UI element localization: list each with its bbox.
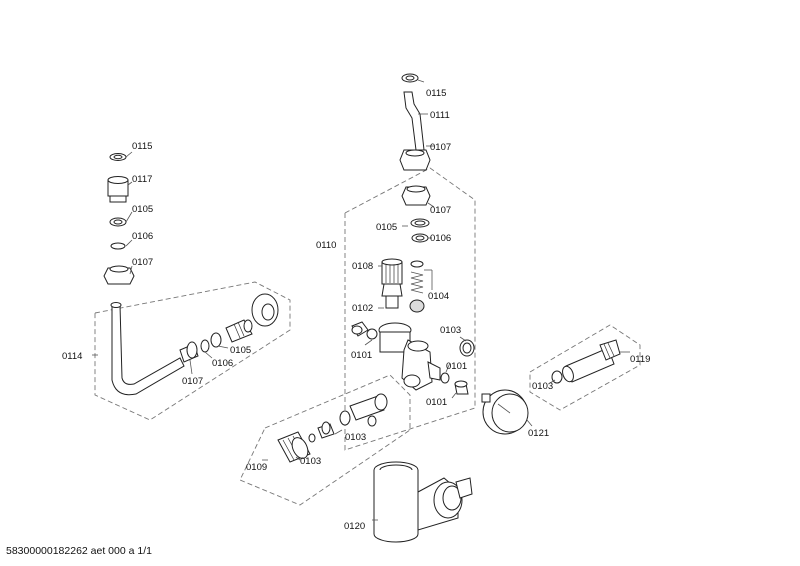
part-0106-low-ring [200,339,210,353]
part-0108-valve-head [381,258,403,309]
part-0105-left-ring [109,217,127,227]
part-0103-ring-c [321,421,331,435]
label-0101-c: 0101 [426,397,447,408]
part-0106-left-ring [110,242,126,250]
label-0106-mid: 0106 [430,233,451,244]
part-0119-nipple [562,339,621,383]
label-0117: 0117 [132,174,152,185]
label-0107-low: 0107 [182,376,203,387]
label-0119: 0119 [630,354,650,365]
label-0105-left: 0105 [132,204,153,215]
document-footer: 58300000182262 aet 000 a 1/1 [6,545,152,557]
part-labels: 0115 0111 0107 0107 0110 0105 0106 0108 … [62,88,650,532]
label-0107-left: 0107 [132,257,153,268]
leader-lines [92,79,630,521]
part-0102-fitting [351,321,369,337]
part-0107-low-nut [179,341,199,363]
label-0101-a: 0101 [351,350,372,361]
label-0105-mid: 0105 [376,222,397,233]
label-0102: 0102 [352,303,373,314]
label-0108: 0108 [352,261,373,272]
part-0109-valve-knob [277,431,311,463]
label-0101-b: 0101 [446,361,467,372]
part-0114-bent-pipe [110,302,185,396]
label-0115-left: 0115 [132,141,152,152]
part-0115-left-ring [109,153,127,161]
label-0103-c: 0103 [300,456,321,467]
part-0115-top-ring [401,73,419,83]
part-0107-top-nut [399,149,431,171]
part-0114-wall-flange [251,293,279,327]
assembly-outline-0114 [94,281,291,421]
label-0120: 0120 [344,521,365,532]
part-0111-pipe [403,91,425,151]
part-0107-left-nut [103,265,135,285]
label-0114: 0114 [62,351,82,362]
part-0117-adapter [107,176,129,203]
part-valve-body [378,322,441,391]
part-0101-ring-a [366,328,378,340]
label-0103-a: 0103 [440,325,461,336]
label-0103-b: 0103 [345,432,366,443]
part-0107-mid-nut [401,185,431,206]
part-0121-gauge [481,389,529,435]
part-0105-low-ring [210,332,222,348]
label-0109: 0109 [246,462,267,473]
label-0121: 0121 [528,428,549,439]
part-0103-ring-a [459,339,475,357]
label-0115-top: 0115 [426,88,446,99]
assembly-outline-0119 [529,324,641,411]
part-0101-ring-b [440,372,450,384]
part-0106-mid-ring [411,233,429,243]
part-0105-mid-ring [410,218,430,228]
part-0120-manifold [373,461,473,543]
assembly-outline-0110 [344,167,476,451]
part-0101-ring-c [454,380,469,395]
label-0106-low: 0106 [212,358,233,369]
label-0104: 0104 [428,291,449,302]
label-0105-low: 0105 [230,345,251,356]
label-0107-top: 0107 [430,142,451,153]
label-0110: 0110 [316,240,336,251]
label-0103-right: 0103 [532,381,553,392]
label-0106-left: 0106 [132,231,153,242]
label-0107-mid: 0107 [430,205,451,216]
part-0114-threaded-fitting [225,319,253,343]
part-0104-spring [409,260,425,313]
label-0111: 0111 [430,110,450,121]
